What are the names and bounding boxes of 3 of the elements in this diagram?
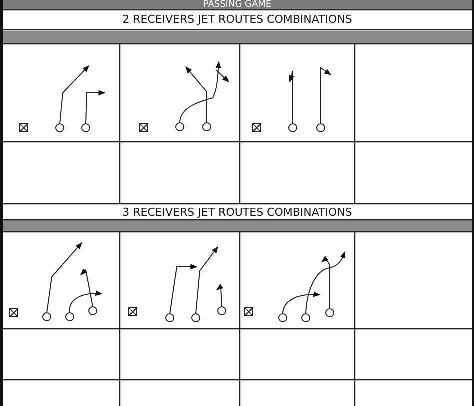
section-heading: 3 RECEIVERS JET ROUTES COMBINATIONS (122, 206, 352, 219)
title: PASSING GAME (203, 0, 272, 10)
section-heading: 2 RECEIVERS JET ROUTES COMBINATIONS (122, 13, 352, 26)
